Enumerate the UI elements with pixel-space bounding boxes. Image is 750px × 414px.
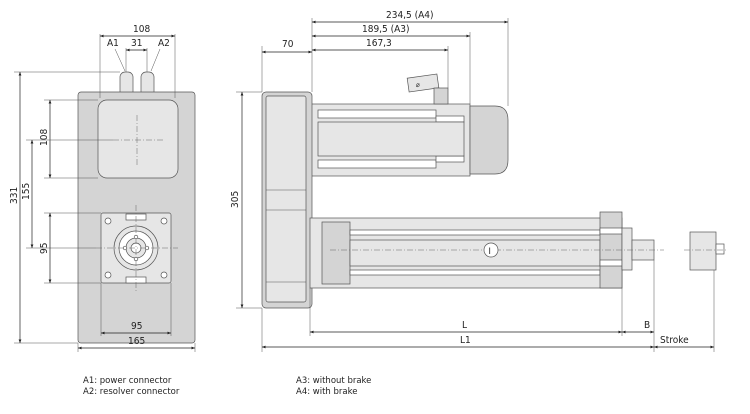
dim-front-width-top: 108 [133, 24, 150, 35]
dim-connector-spacing: 31 [131, 38, 142, 49]
legend-a1: A1: power connector [83, 376, 172, 386]
side-view: ⌀ I 234,5 (A4) 189,5 (A3 [230, 10, 728, 352]
dim-side-l1: L1 [460, 335, 471, 346]
dim-side-70: 70 [282, 39, 294, 50]
dim-height-mid: 155 [21, 183, 32, 200]
dim-side-b: B [644, 320, 650, 331]
dim-height-total: 331 [9, 187, 20, 204]
dim-width-bottom-total: 165 [128, 336, 145, 347]
dim-side-stroke: Stroke [660, 335, 689, 346]
svg-text:⌀: ⌀ [416, 81, 420, 89]
legend-left: A1: power connector A2: resolver connect… [83, 376, 179, 398]
dim-side-167: 167,3 [366, 38, 392, 49]
dim-height-upper: 108 [39, 129, 50, 146]
marker-circle [483, 242, 499, 258]
label-a2: A2 [158, 38, 170, 49]
legend-a3: A3: without brake [296, 376, 372, 386]
front-view: 108 31 A1 A2 331 108 155 95 95 [9, 24, 196, 352]
resolver-connector [406, 73, 440, 93]
rod-end-extended [689, 231, 717, 271]
dim-side-height: 305 [230, 191, 241, 208]
dim-side-l: L [462, 320, 467, 331]
marker-roman: I [489, 247, 491, 257]
legend-a2: A2: resolver connector [83, 387, 180, 397]
legend-right: A3: without brake A4: with brake [296, 376, 371, 398]
dim-side-a3: 189,5 (A3) [362, 24, 410, 35]
legend-a4: A4: with brake [296, 387, 358, 397]
upper-cover [97, 99, 179, 179]
dim-height-lower: 95 [39, 243, 50, 254]
dim-side-a4: 234,5 (A4) [386, 10, 434, 21]
dim-width-bottom-inner: 95 [131, 321, 142, 332]
brake-cap [469, 105, 509, 175]
label-a1: A1 [107, 38, 119, 49]
